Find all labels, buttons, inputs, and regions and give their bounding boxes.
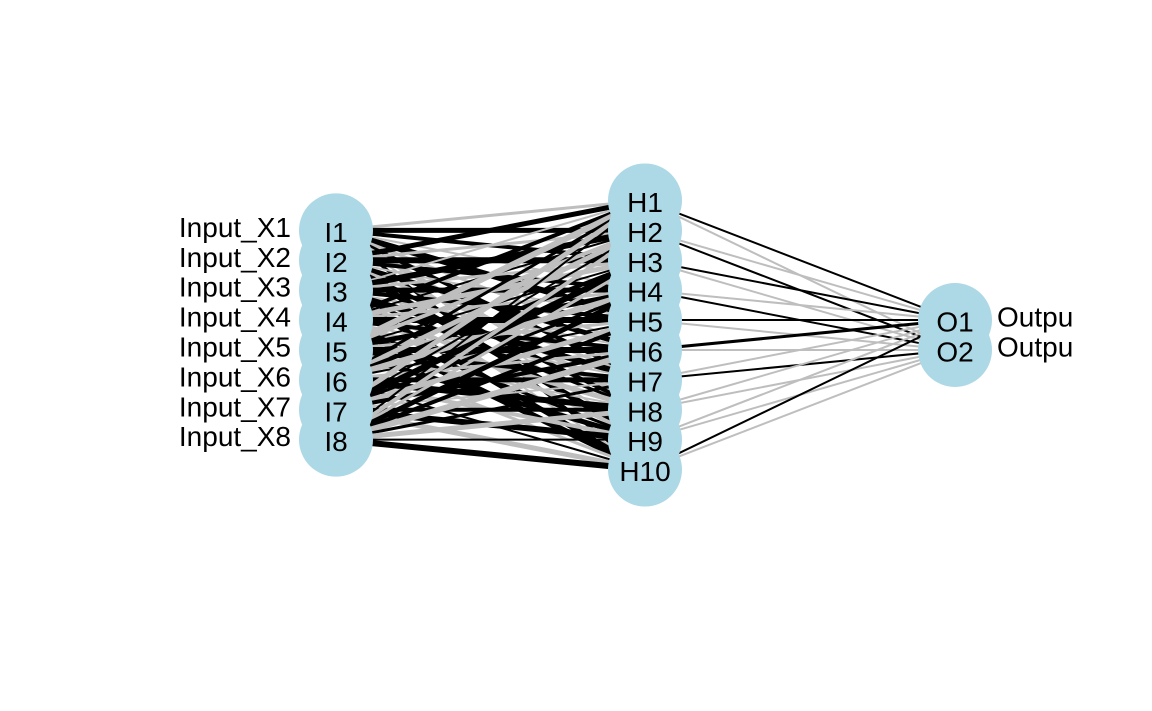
network-nodes	[299, 163, 992, 507]
output-name-2: Outpu	[997, 331, 1073, 362]
node-label-h2: H2	[627, 217, 663, 248]
node-label-i3: I3	[324, 277, 347, 308]
edge-I4-H1	[335, 198, 646, 322]
edge-I8-H1	[335, 199, 646, 441]
node-label-i5: I5	[324, 336, 347, 367]
edge-I8-H4	[334, 287, 647, 442]
input-name-7: Input_X7	[179, 391, 291, 422]
node-i8	[299, 402, 373, 477]
input-name-2: Input_X2	[179, 242, 291, 273]
node-label-h1: H1	[627, 187, 663, 218]
edge-H4-O1	[644, 289, 956, 322]
edge-H8-O1	[644, 319, 956, 411]
edge-H1-O1	[644, 199, 956, 321]
hidden-output-connections	[644, 199, 956, 471]
node-label-i2: I2	[324, 247, 347, 278]
input-name-3: Input_X3	[179, 272, 291, 303]
edge-I8-H8	[335, 407, 646, 443]
edge-I2-H1	[335, 197, 646, 263]
input-name-4: Input_X4	[179, 302, 291, 333]
edge-I8-H10	[335, 436, 646, 473]
edge-I3-H1	[335, 199, 646, 292]
node-h10	[608, 432, 682, 507]
node-label-i4: I4	[324, 307, 347, 338]
node-label-i1: I1	[324, 217, 347, 248]
node-label-h4: H4	[627, 277, 663, 308]
edge-I8-H7	[335, 378, 646, 442]
edge-I1-H1	[335, 198, 646, 232]
edge-H10-O1	[644, 319, 956, 471]
node-label-h3: H3	[627, 247, 663, 278]
edge-H3-O1	[644, 259, 956, 322]
node-label-h7: H7	[627, 366, 663, 397]
input-name-5: Input_X5	[179, 331, 291, 362]
edge-I7-H1	[334, 198, 647, 412]
node-o2	[918, 312, 992, 387]
edge-I8-H2	[334, 228, 647, 442]
edge-I8-H3	[335, 258, 646, 441]
edge-H7-O1	[644, 319, 956, 381]
node-label-h5: H5	[627, 307, 663, 338]
node-label-h10: H10	[619, 456, 670, 487]
node-label-i7: I7	[324, 396, 347, 427]
edge-I8-H6	[335, 347, 646, 443]
edge-I5-H1	[334, 197, 647, 353]
node-label-h8: H8	[627, 396, 663, 427]
edge-H2-O1	[644, 229, 956, 322]
edge-H6-O1	[644, 318, 956, 352]
node-label-h9: H9	[627, 426, 663, 457]
input-name-6: Input_X6	[179, 361, 291, 392]
input-name-1: Input_X1	[179, 212, 291, 243]
edge-H10-O2	[644, 349, 956, 471]
edge-I6-H1	[335, 199, 646, 382]
edge-I8-H5	[335, 318, 646, 442]
node-label-o1: O1	[936, 307, 973, 338]
node-label-i8: I8	[324, 426, 347, 457]
input-hidden-connections	[334, 197, 647, 473]
edge-H9-O1	[644, 319, 956, 441]
input-name-8: Input_X8	[179, 421, 291, 452]
node-label-i6: I6	[324, 366, 347, 397]
node-label-o2: O2	[936, 336, 973, 367]
output-name-1: Outpu	[997, 302, 1073, 333]
node-label-h6: H6	[627, 336, 663, 367]
